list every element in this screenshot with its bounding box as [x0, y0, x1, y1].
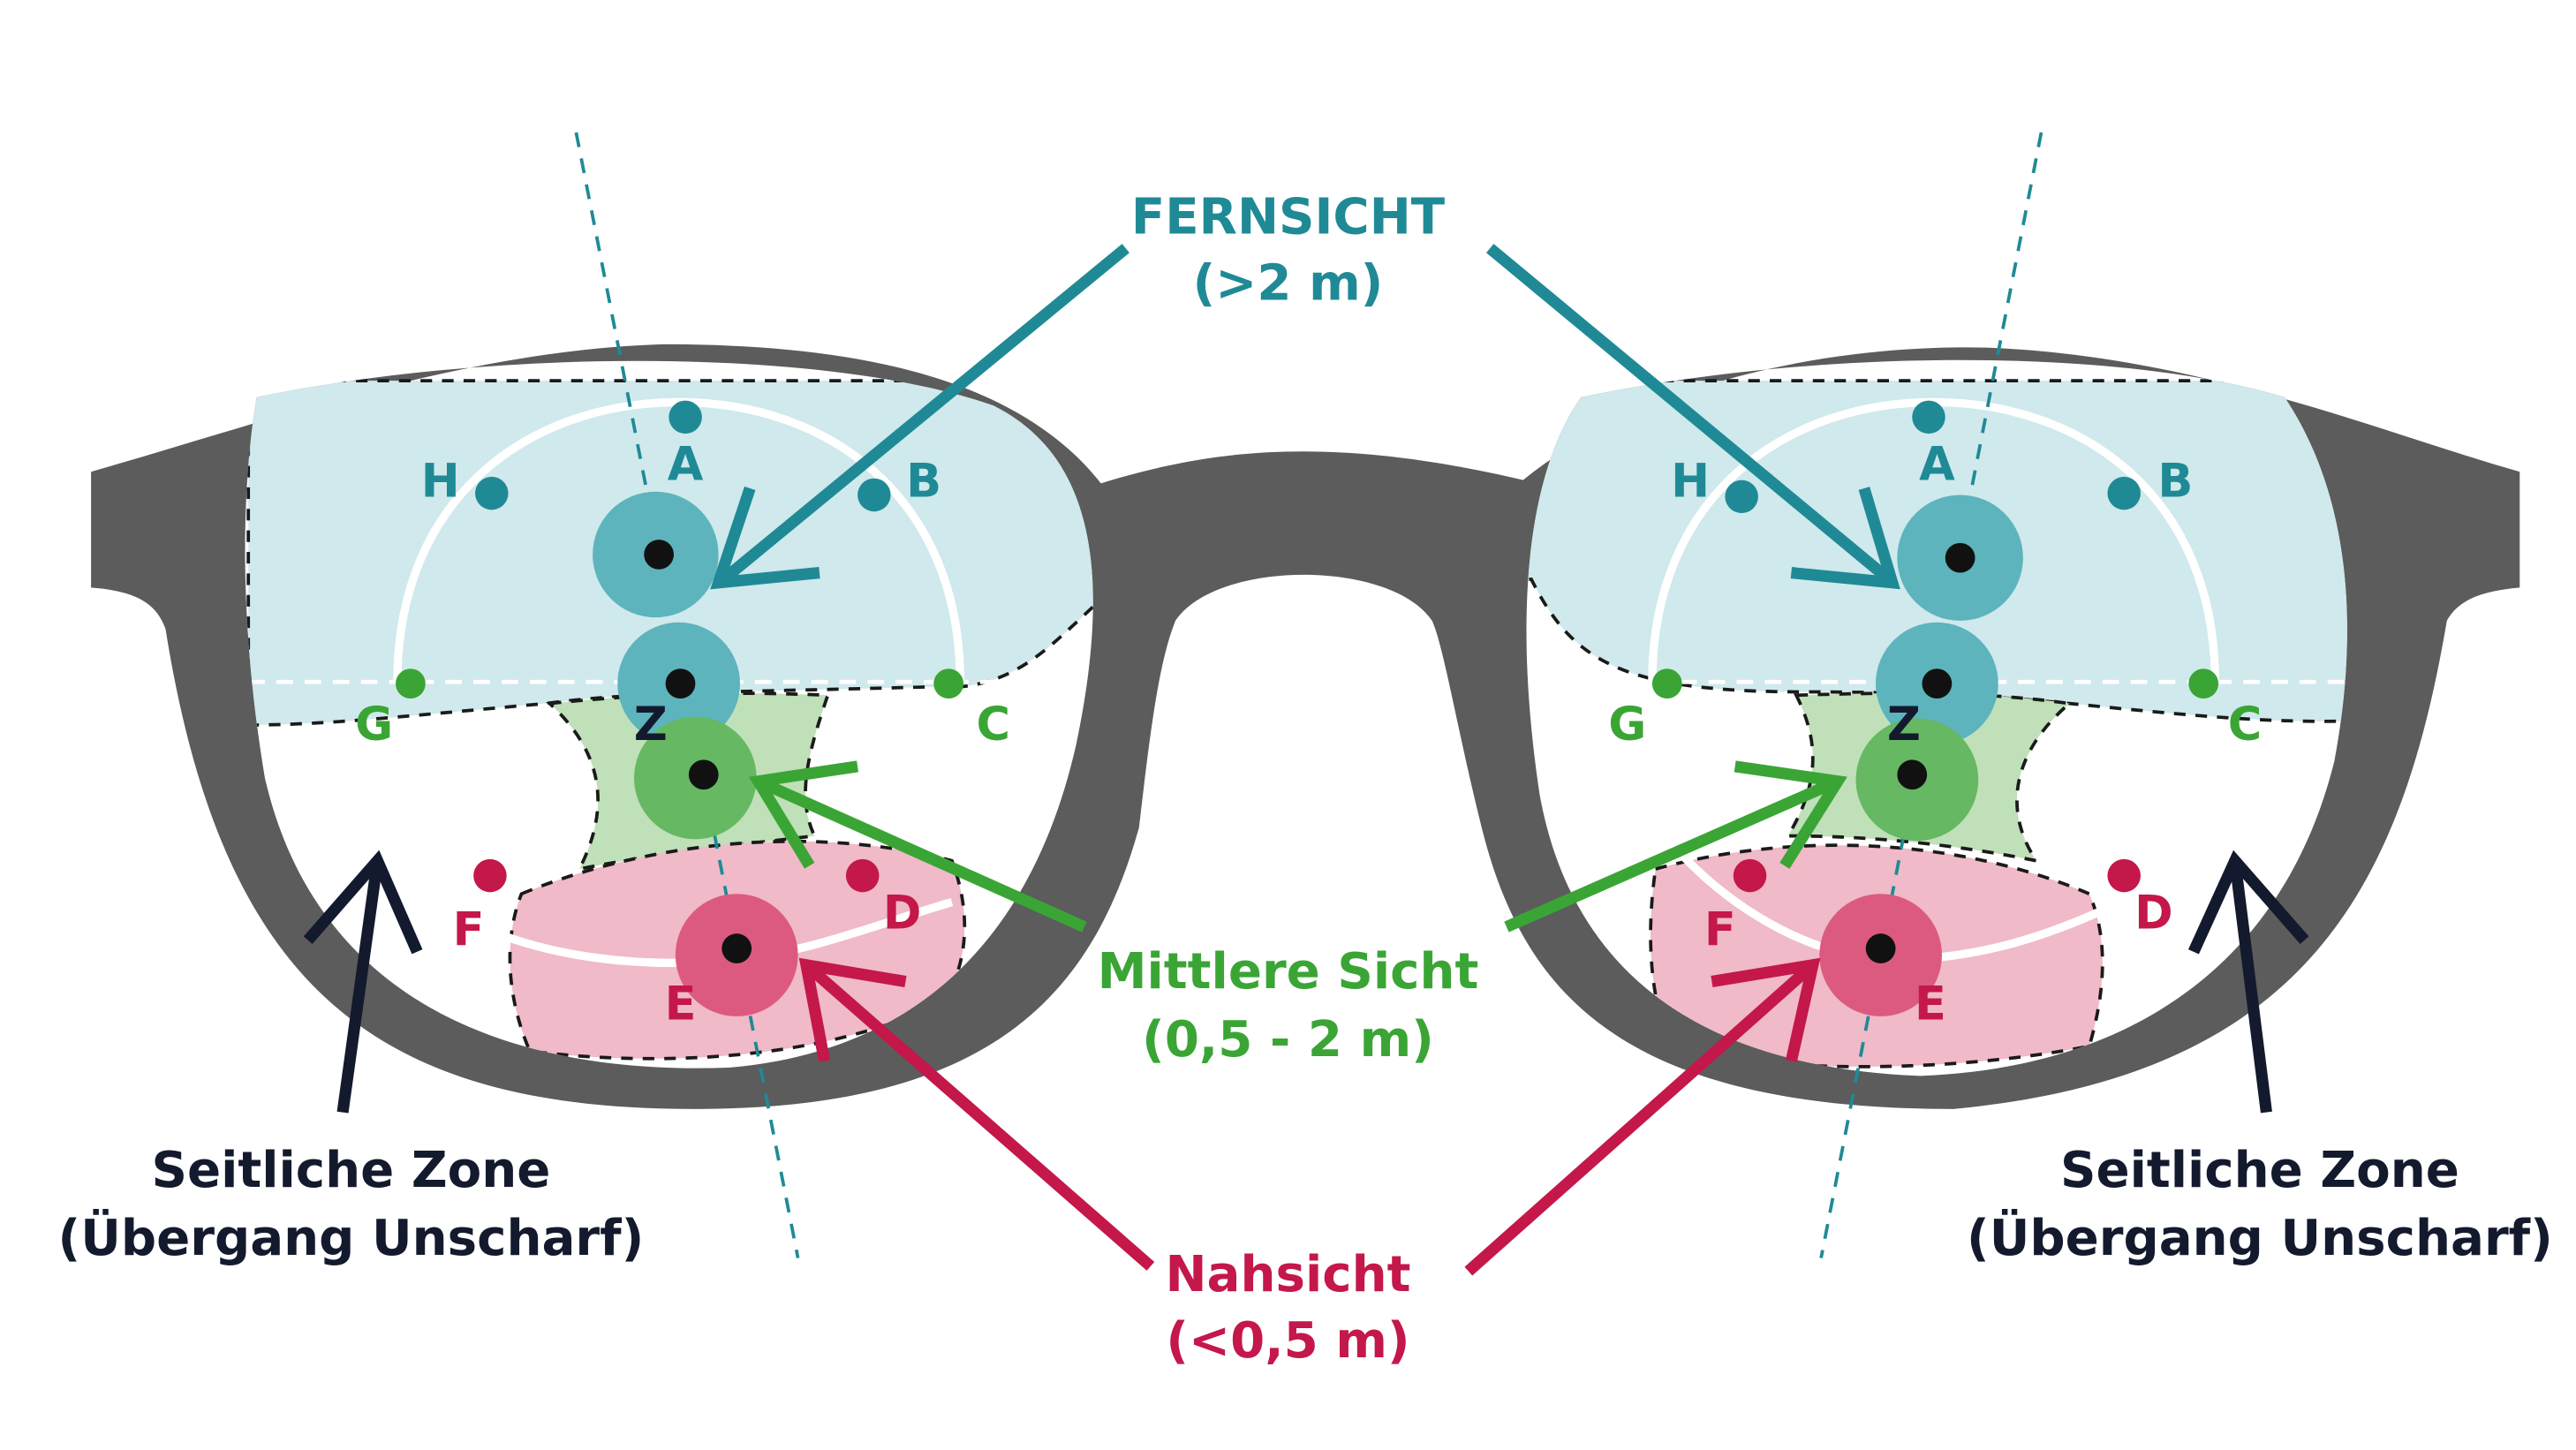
right-axis-dashed-line: [1819, 132, 2043, 1258]
left-point-A-dot: [669, 400, 702, 434]
side-left-title: Seitliche Zone: [151, 1142, 550, 1199]
left-point-labels: A H B G C Z F D E: [355, 438, 1010, 1031]
left-point-D-dot: [845, 858, 880, 893]
left-point-B-dot: [857, 478, 891, 512]
right-point-C-dot: [2188, 668, 2219, 699]
glasses-frame: [91, 344, 2520, 1109]
right-point-labels: A H B G C Z F D E: [1608, 438, 2262, 1031]
left-point-G-dot: [396, 668, 426, 699]
near-arrow-right-shaft: [1464, 960, 1817, 1276]
near-arrow-left-head: [798, 957, 907, 1062]
right-label-D: D: [2134, 887, 2173, 940]
left-point-C-dot: [933, 668, 964, 699]
left-black-dot-mid: [688, 759, 719, 790]
right-label-E: E: [1915, 978, 1946, 1031]
far-title: FERNSICHT: [1131, 188, 1446, 245]
far-range: (>2 m): [1193, 254, 1384, 312]
left-label-F: F: [453, 902, 485, 956]
mid-range: (0,5 - 2 m): [1142, 1011, 1434, 1069]
mid-arrow-left-head: [748, 760, 859, 869]
mid-arrow-left-shaft: [755, 775, 1087, 933]
near-label: Nahsicht (<0,5 m): [1166, 1246, 1411, 1370]
side-arrow-right-shaft: [2229, 859, 2272, 1114]
far-arrows: [710, 244, 1900, 590]
mid-arrow-right-head: [1734, 760, 1847, 869]
left-black-dot-near: [721, 933, 752, 963]
left-label-E: E: [665, 978, 697, 1031]
left-label-B: B: [906, 454, 941, 508]
right-label-C: C: [2228, 698, 2262, 751]
near-arrow-left-shaft: [802, 960, 1155, 1271]
right-black-dot-far: [1945, 542, 1975, 573]
far-arrow-right-head: [1790, 487, 1900, 590]
side-arrow-left-shaft: [336, 859, 383, 1114]
right-point-A-dot: [1912, 400, 1945, 434]
left-black-dot-far: [644, 540, 674, 570]
left-point-H-dot: [475, 476, 509, 510]
side-right-desc: (Übergang Unscharf): [1967, 1208, 2553, 1267]
right-point-F-dot: [1733, 858, 1767, 893]
side-arrow-left-head: [303, 850, 423, 955]
right-label-Z: Z: [1887, 698, 1921, 751]
side-label-right: Seitliche Zone (Übergang Unscharf): [1967, 1142, 2553, 1267]
side-label-left: Seitliche Zone (Übergang Unscharf): [58, 1142, 645, 1267]
right-point-H-dot: [1725, 480, 1758, 514]
frame-shape: [91, 344, 2520, 1109]
far-label: FERNSICHT (>2 m): [1131, 188, 1446, 312]
mid-arrows: [748, 760, 1847, 933]
far-arrow-left-shaft: [720, 244, 1129, 585]
right-label-B: B: [2157, 454, 2193, 508]
left-label-Z: Z: [634, 698, 668, 751]
right-label-F: F: [1704, 902, 1736, 956]
side-left-desc: (Übergang Unscharf): [58, 1208, 645, 1267]
side-right-title: Seitliche Zone: [2060, 1142, 2459, 1199]
left-label-H: H: [421, 454, 460, 508]
mid-title: Mittlere Sicht: [1098, 943, 1479, 1001]
mid-label: Mittlere Sicht (0,5 - 2 m): [1098, 943, 1479, 1069]
far-arrow-right-shaft: [1486, 244, 1893, 585]
right-label-H: H: [1671, 454, 1710, 508]
far-arrow-left-head: [710, 486, 820, 590]
left-label-C: C: [977, 698, 1011, 751]
left-label-G: G: [355, 698, 393, 751]
mid-arrow-right-shaft: [1504, 775, 1840, 933]
right-label-A: A: [1919, 438, 1955, 492]
right-point-D-dot: [2107, 858, 2141, 893]
near-title: Nahsicht: [1166, 1246, 1411, 1303]
left-black-dot-z: [665, 668, 696, 699]
left-point-F-dot: [473, 858, 507, 893]
left-label-A: A: [668, 438, 704, 492]
right-points: [1651, 400, 2219, 1016]
right-point-B-dot: [2107, 476, 2141, 510]
near-arrow-right-head: [1711, 957, 1821, 1062]
right-black-dot-mid: [1897, 759, 1928, 790]
right-point-G-dot: [1651, 668, 1682, 699]
right-black-dot-z: [1922, 668, 1953, 699]
near-range: (<0,5 m): [1166, 1312, 1409, 1370]
left-label-D: D: [883, 887, 922, 940]
side-arrow-right-head: [2187, 850, 2309, 955]
right-black-dot-near: [1865, 933, 1896, 963]
near-arrows: [798, 957, 1821, 1276]
side-arrows: [303, 850, 2309, 1114]
right-label-G: G: [1608, 698, 1646, 751]
left-axis-dashed-line: [574, 132, 800, 1258]
left-points: [396, 400, 964, 1016]
